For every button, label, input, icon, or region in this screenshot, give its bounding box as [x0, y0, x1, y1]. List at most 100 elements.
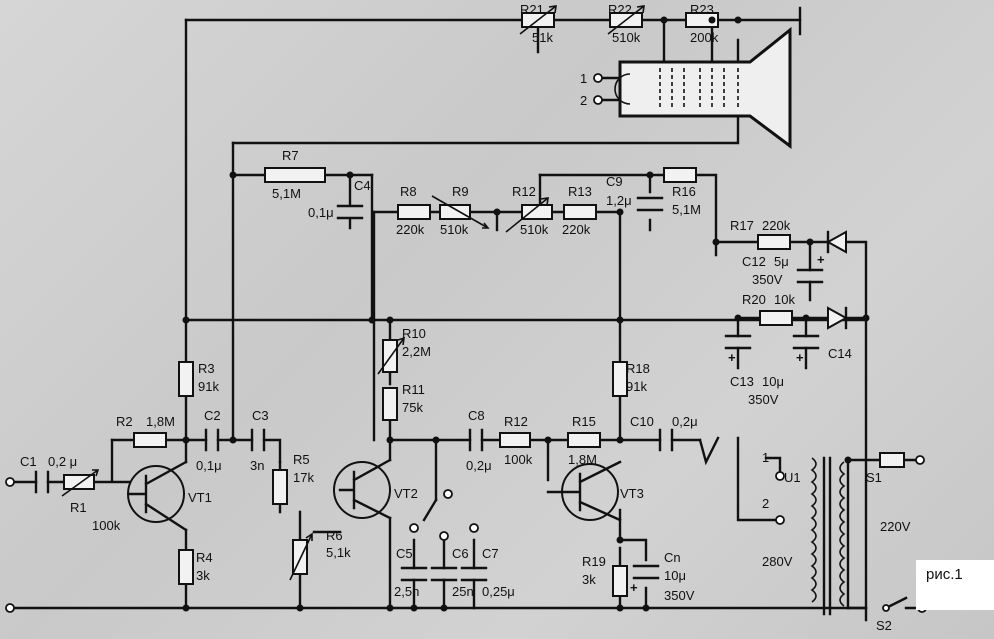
r22-variable-arrow [607, 5, 645, 35]
r5-label: R5 [293, 452, 310, 467]
transformer-core [822, 456, 832, 616]
output-arrow [698, 436, 720, 466]
c4-plates [336, 173, 364, 230]
r1-value: 100k [92, 518, 121, 533]
c5-value: 2,5n [394, 584, 419, 599]
vt1-circle [127, 465, 185, 523]
r16-body [663, 167, 697, 183]
c8-value: 0,2μ [466, 458, 492, 473]
r19-body [612, 565, 628, 597]
r9-label: R9 [452, 184, 469, 199]
transformer-pin2-wire [736, 436, 782, 522]
r10-body [382, 339, 398, 373]
r11-body [382, 387, 398, 421]
r19-label: R19 [582, 554, 606, 569]
vt3-symbol [546, 460, 622, 522]
crt-grids [659, 68, 739, 110]
c13-c14-leads [736, 316, 808, 370]
r10-value: 2,2M [402, 344, 431, 359]
r13-label: R13 [568, 184, 592, 199]
c7-plates [460, 566, 488, 582]
c13-plus: + [728, 350, 736, 365]
r20-label: R20 [742, 292, 766, 307]
vt2-symbol [338, 458, 392, 520]
r8-value: 220k [396, 222, 425, 237]
c12-value: 5μ [774, 254, 789, 269]
r3-label: R3 [198, 361, 215, 376]
r23-body [685, 12, 719, 28]
s2-contact [882, 604, 890, 612]
transformer-primary-voltage: 220V [880, 519, 911, 534]
c10-value: 0,2μ [672, 414, 698, 429]
r5-body [272, 469, 288, 505]
vt1-symbol [128, 460, 188, 532]
c9-plates [636, 196, 664, 212]
mains-terminal-top [915, 455, 925, 465]
r13-body [563, 204, 597, 220]
c9-value: 1,2μ [606, 193, 632, 208]
c12-plates [796, 268, 824, 284]
c1-label: C1 [20, 454, 37, 469]
r3-body [178, 361, 194, 397]
c7-value: 0,25μ [482, 584, 515, 599]
c6-label: C6 [452, 546, 469, 561]
s2-label: S2 [876, 618, 892, 633]
r6-value: 5,1k [326, 545, 351, 560]
switch-contact-top [443, 489, 453, 499]
c12-voltage: 350V [752, 272, 783, 287]
c2-label: C2 [204, 408, 221, 423]
transistor-vt3 [546, 460, 622, 522]
tube-pin-1-label: 1 [580, 71, 587, 86]
transformer-secondary-coil [810, 457, 817, 603]
c6-plates [430, 566, 458, 582]
r3-value: 91k [198, 379, 219, 394]
c3-value: 3n [250, 458, 264, 473]
r7-value: 5,1M [272, 186, 301, 201]
transformer-pin1-label: 1 [762, 450, 769, 465]
r12b-label: R12 [504, 414, 528, 429]
c5-label: C5 [396, 546, 413, 561]
vt1-label: VT1 [188, 490, 212, 505]
r18-value: 91k [626, 379, 647, 394]
cn-plates [632, 564, 660, 580]
c10-label: C10 [630, 414, 654, 429]
switch-blade [422, 498, 438, 522]
r4-label: R4 [196, 550, 213, 565]
r13-value: 220k [562, 222, 591, 237]
r12a-label: R12 [512, 184, 536, 199]
diode-2-icon [827, 306, 849, 330]
r2-value: 1,8M [146, 414, 175, 429]
r6-label: R6 [326, 528, 343, 543]
c14-plates [792, 334, 820, 350]
r18-body [612, 361, 628, 397]
transformer-name: U1 [784, 470, 801, 485]
r7-label: R7 [282, 148, 299, 163]
r15-label: R15 [572, 414, 596, 429]
s1-label: S1 [866, 470, 882, 485]
ground-terminal [5, 603, 15, 613]
diode-1-icon [825, 230, 847, 254]
tube-pin-2 [593, 95, 603, 105]
c9-label: C9 [606, 174, 623, 189]
r8-label: R8 [400, 184, 417, 199]
switch-contact-c5 [409, 523, 419, 533]
r23-value: 200k [690, 30, 719, 45]
capacitor-plates: + + + + [34, 173, 825, 595]
c4-value: 0,1μ [308, 205, 334, 220]
c5-plates [400, 566, 428, 582]
r12b-body [499, 432, 531, 448]
r16-value: 5,1M [672, 202, 701, 217]
transformer-secondary-voltage: 280V [762, 554, 793, 569]
c1-plates [34, 470, 50, 494]
crt-cathode [614, 73, 631, 105]
junction-dots [182, 16, 870, 612]
c3-plates [250, 428, 266, 452]
input-terminal [5, 477, 15, 487]
c13-plates [724, 334, 752, 350]
r1-label: R1 [70, 500, 87, 515]
c2-value: 0,1μ [196, 458, 222, 473]
c13-label: C13 [730, 374, 754, 389]
transformer-pin-2 [775, 515, 785, 525]
